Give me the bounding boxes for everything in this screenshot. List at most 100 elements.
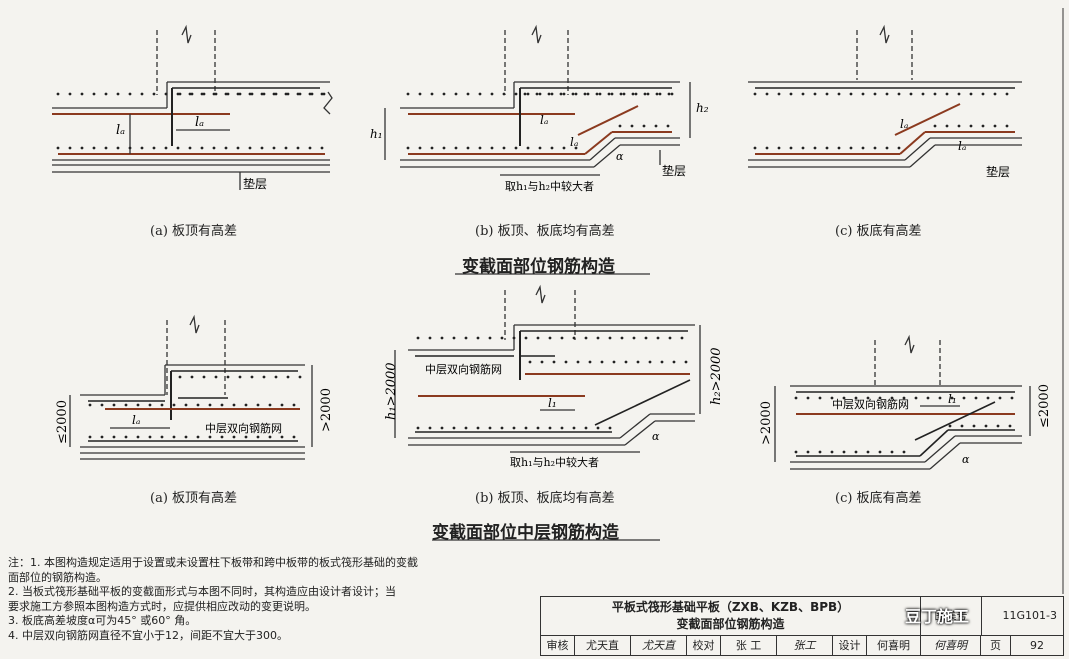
rebar-dot — [478, 92, 482, 96]
rebar-dot — [538, 92, 542, 96]
rebar-dot — [897, 146, 901, 150]
rebar-dot — [571, 92, 575, 96]
section-title-top: 变截面部位钢筋构造 — [462, 257, 615, 277]
rebar-dot — [284, 92, 288, 96]
rebar-dot — [885, 146, 889, 150]
rebar-dot — [226, 375, 230, 379]
title-block: 平板式筏形基础平板（ZXB、KZB、BPB） 变截面部位钢筋构造 图集号 11G… — [540, 596, 1064, 656]
rebar-dot — [789, 92, 793, 96]
rebar-dot — [926, 396, 930, 400]
tuji-number: 11G101-3 — [1002, 609, 1057, 622]
rebar-dot — [452, 426, 456, 430]
rebar-dot — [528, 360, 532, 364]
dim-le2000-c: ≤2000 — [1037, 384, 1052, 428]
rebar-dot — [512, 336, 516, 340]
caption-bottom-c: (c) 板底有高差 — [835, 491, 922, 506]
rebar-dot — [996, 424, 1000, 428]
rebar-dot — [548, 426, 552, 430]
rebar-dot — [801, 92, 805, 96]
rebar-dot — [981, 92, 985, 96]
mid-mesh-label-b: 中层双向钢筋网 — [425, 362, 502, 376]
rebar-dot — [286, 92, 290, 96]
rebar-dot — [152, 92, 156, 96]
rebar-dot — [656, 336, 660, 340]
rebar-dot — [514, 146, 518, 150]
rebar-dot — [262, 375, 266, 379]
rebar-dot — [813, 146, 817, 150]
dim-la-b2: lₐ — [570, 135, 578, 149]
rebar-dot — [550, 146, 554, 150]
sig-cell: 尤天直 — [575, 636, 631, 656]
rebar-dot — [753, 92, 757, 96]
rebar-dot — [418, 92, 422, 96]
rebar-dot — [500, 426, 504, 430]
rebar-dot — [238, 92, 242, 96]
dianceng-label-a: 垫层 — [243, 176, 267, 191]
alpha-bot-c: α — [962, 453, 970, 466]
rebar-dot — [849, 92, 853, 96]
rebar-dot — [596, 426, 600, 430]
rebar-dot — [630, 124, 634, 128]
rebar-dot — [224, 92, 228, 96]
rebar-dot — [825, 146, 829, 150]
rebar-dot — [476, 336, 480, 340]
rebar-dot — [620, 336, 624, 340]
rebar-dot — [526, 146, 530, 150]
rebar-dot — [572, 336, 576, 340]
rebar-dot — [576, 360, 580, 364]
rebar-dot — [986, 396, 990, 400]
rebar-dot — [572, 426, 576, 430]
rebar-dot — [200, 146, 204, 150]
rebar-dot — [667, 92, 671, 96]
rebar-dot — [236, 146, 240, 150]
rebar-dot — [548, 336, 552, 340]
rebar-dot — [260, 92, 264, 96]
rebar-dot — [236, 92, 240, 96]
rebar-dot — [634, 92, 638, 96]
rebar-dot — [308, 92, 312, 96]
rebar-dot — [308, 146, 312, 150]
rebar-dot — [262, 92, 266, 96]
rebar-dot — [280, 435, 284, 439]
rebar-dot — [631, 92, 635, 96]
rebar-dot — [272, 146, 276, 150]
rebar-dot — [298, 92, 302, 96]
rebar-dot — [818, 450, 822, 454]
rebar-dot — [466, 146, 470, 150]
rebar-dot — [148, 403, 152, 407]
rebar-dot — [777, 92, 781, 96]
rebar-dot — [244, 435, 248, 439]
rebar-dot — [416, 426, 420, 430]
rebar-dot — [112, 435, 116, 439]
sig-cell: 何喜明 — [921, 636, 981, 656]
rebar-dot — [902, 396, 906, 400]
rebar-dot — [256, 435, 260, 439]
rebar-dot — [56, 146, 60, 150]
rebar-dot — [100, 403, 104, 407]
dim-la-a1: lₐ — [116, 123, 125, 138]
rebar-dot — [526, 92, 530, 96]
rebar-dot — [619, 92, 623, 96]
rebar-dot — [478, 146, 482, 150]
rebar-dot — [897, 92, 901, 96]
rebar-dot — [866, 450, 870, 454]
rebar-dot — [160, 403, 164, 407]
caption-top-a: (a) 板顶有高差 — [150, 224, 238, 239]
rebar-dot — [914, 396, 918, 400]
take-larger-bottom: 取h₁与h₂中较大者 — [510, 455, 599, 469]
rebar-dot — [100, 435, 104, 439]
rebar-dot — [124, 435, 128, 439]
rebar-dot — [202, 92, 206, 96]
rebar-dot — [176, 92, 180, 96]
rebar-dot — [668, 336, 672, 340]
rebar-dot — [632, 336, 636, 340]
rebar-dot — [666, 124, 670, 128]
rebar-dot — [320, 92, 324, 96]
rebar-dot — [514, 92, 518, 96]
rebar-dot — [466, 92, 470, 96]
rebar-dot — [274, 375, 278, 379]
rebar-dot — [890, 396, 894, 400]
top-diagram-a — [52, 24, 333, 190]
rebar-dot — [196, 435, 200, 439]
